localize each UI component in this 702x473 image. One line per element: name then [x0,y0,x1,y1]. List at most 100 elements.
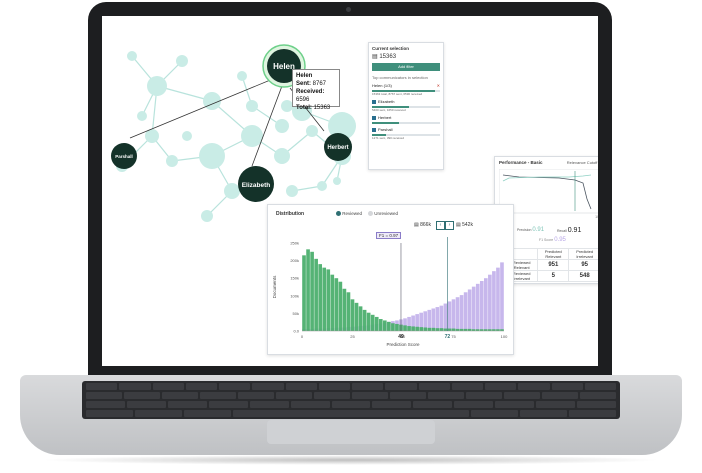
f1-metric: F1 Score 0.95 [539,237,566,243]
communicator-item[interactable]: Parshall 1271 sent, 390 received [372,127,440,140]
bar-unreviewed [484,278,488,331]
bar-reviewed [354,302,359,331]
bar-reviewed [374,316,379,331]
matrix-cell: 548 [568,270,598,282]
bar-reviewed [427,327,432,331]
laptop-base [20,375,682,455]
node-parshall [111,143,137,169]
bar-unreviewed [431,308,436,331]
checkbox-icon[interactable] [372,127,376,132]
y-tick-label: 200k [290,258,299,263]
bar-reviewed [447,328,452,331]
bar-reviewed [326,269,331,331]
bar-reviewed [395,323,399,331]
bar-unreviewed [451,299,456,331]
bar-reviewed [370,314,375,331]
bar-reviewed [391,323,395,331]
document-icon: ▤ [372,54,378,60]
tooltip-total-value: 15363 [313,105,331,111]
bar-unreviewed [403,318,407,331]
tooltip-sent-value: 8767 [312,81,327,87]
laptop-lid: Helen Parshall Herbert Elizabeth Helen S… [88,2,612,380]
bar-unreviewed [407,316,411,331]
bar-unreviewed [423,311,428,331]
bar-reviewed [484,329,488,331]
performance-title: Performance - Basic [499,160,543,165]
bar-reviewed [342,288,347,331]
bar-reviewed [306,249,310,331]
precision-metric: Precision 0.91 [517,227,544,233]
bar-reviewed [346,292,351,331]
bar-reviewed [423,327,428,331]
checkbox-icon[interactable] [372,99,376,104]
communicator-detail: 5400 sent, 1650 received [372,108,406,112]
y-tick-label: 0.0 [293,329,299,334]
matrix-cell: 95 [568,259,598,271]
communicator-name: Parshall [378,127,393,132]
bar-reviewed [338,281,343,331]
bar-reviewed [479,329,484,331]
bar-reviewed [439,328,444,331]
precision-label: Precision [517,228,532,232]
bar-reviewed [415,326,419,331]
bar-unreviewed [492,271,496,331]
node-herbert-label: Herbert [327,145,348,151]
bar-unreviewed [443,303,448,331]
bar-reviewed [451,328,456,331]
selection-value: 15363 [379,54,397,60]
tooltip-received-value: 6596 [296,97,310,103]
bar-reviewed [455,328,460,331]
distribution-title: Distribution [276,211,305,217]
communicator-name: Helen (1/3) [372,83,392,88]
bar-reviewed [330,274,335,331]
document-icon: ▤ [456,222,461,228]
add-filter-button[interactable]: Add filter [372,63,440,71]
col-predicted-irrelevant: Predicted Irrelevant [568,248,598,260]
bar-reviewed [467,328,472,331]
communicator-item[interactable]: Elizabeth 5400 sent, 1650 received [372,99,440,112]
y-tick-label: 100k [290,293,299,298]
x-tick-label: 50 [401,334,406,339]
bar-unreviewed [488,274,492,331]
x-tick-label: 25 [350,334,355,339]
documents-left: ▤ 866k [414,222,431,228]
communicator-item[interactable]: Helen (1/3) ✕ 15363 total, 8767 sent, 659… [372,83,440,96]
bar-reviewed [500,329,504,331]
bar-unreviewed [427,309,432,331]
node-elizabeth [238,166,274,202]
chevron-right-icon: › [448,222,451,228]
next-button[interactable]: › [445,221,454,230]
threshold-label-right: 72 [445,334,451,340]
threshold-label-left: 49 [398,334,404,340]
communicator-name: Elizabeth [378,99,395,104]
relevance-cutoff[interactable]: Relevance Cutoff 72 [567,160,598,165]
bar-reviewed [318,264,322,331]
col-predicted-relevant: Predicted Relevant [537,248,570,260]
y-tick-label: 150k [290,276,299,281]
node-tooltip: Helen Sent: 8767 Received: 6596 Total: 1… [292,69,340,111]
bar-reviewed [496,329,500,331]
legend-unreviewed-label: Unreviewed [374,211,399,216]
bar-reviewed [383,320,387,331]
communicator-item[interactable]: Herbert [372,115,440,124]
bar-unreviewed [459,295,464,331]
communicator-detail: 1271 sent, 390 received [372,136,405,140]
bar-reviewed [431,327,436,331]
prev-button[interactable]: ‹ [436,221,445,230]
bar-reviewed [358,306,363,331]
remove-icon[interactable]: ✕ [436,83,440,88]
bar-reviewed [350,299,355,331]
communicator-detail: 15363 total, 8767 sent, 6596 received [372,92,423,96]
checkbox-icon[interactable] [372,115,376,120]
laptop-shadow [40,455,662,465]
communication-graph[interactable]: Helen Parshall Herbert Elizabeth [102,16,598,366]
communicator-name: Herbert [378,115,392,120]
documents-right-value: 542k [462,222,473,228]
f1-marker[interactable]: F1 = 0.97 [376,232,402,239]
node-parshall-label: Parshall [115,154,133,159]
trackpad [267,420,435,444]
communicator-progress [372,134,386,136]
bar-unreviewed [500,262,504,331]
